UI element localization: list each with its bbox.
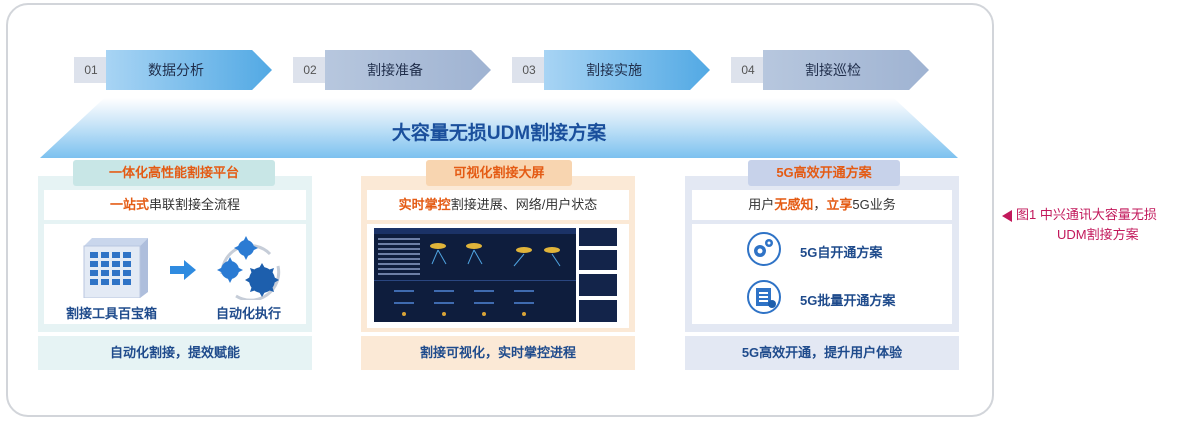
toolbox-label: 割接工具百宝箱: [66, 306, 158, 321]
subline-text: 用户: [748, 197, 775, 212]
toolbox-icon: [83, 238, 148, 298]
step-label: 割接实施: [544, 50, 710, 90]
item-batch-activation: 5G批量开通方案: [800, 293, 896, 308]
subline-text: 串联割接全流程: [149, 197, 241, 212]
panel-bottom-text: 割接可视化，实时掌控进程: [361, 336, 635, 370]
subline-text: ，: [813, 197, 827, 212]
item-self-activation: 5G自开通方案: [800, 245, 883, 260]
subline-text: 5G业务: [852, 197, 896, 212]
banner-title: 大容量无损UDM割接方案: [391, 123, 607, 144]
figure-caption: 图1 中兴通讯大容量无损 UDM割接方案: [1002, 204, 1157, 242]
panel-title: 一体化高性能割接平台: [73, 160, 275, 186]
dashboard-graphic: [374, 228, 576, 316]
caption-line2: UDM割接方案: [1057, 227, 1139, 242]
step-label: 割接准备: [325, 50, 491, 90]
dashboard-side-panel: [579, 228, 617, 246]
panel-title: 可视化割接大屏: [426, 160, 572, 186]
gear-icon: [747, 232, 781, 266]
highlight-text: 一站式: [109, 197, 149, 212]
dashboard-screenshot: [374, 228, 576, 322]
batch-list-icon: [747, 280, 781, 314]
triangle-left-icon: [1002, 209, 1012, 222]
panel-bottom-text: 自动化割接，提效赋能: [38, 336, 312, 370]
dashboard-side-panel: [579, 250, 617, 270]
panel-subline: 实时掌控割接进展、网络/用户状态: [367, 190, 629, 220]
highlight-text: 实时掌控: [398, 197, 451, 212]
panel-title: 5G高效开通方案: [748, 160, 900, 186]
highlight-text: 无感知: [774, 197, 814, 212]
panel-subline: 用户无感知，立享5G业务: [692, 190, 952, 220]
items-box: [692, 224, 952, 324]
dashboard-side-panel: [579, 274, 617, 296]
step-label: 数据分析: [106, 50, 272, 90]
subline-text: 割接进展、网络/用户状态: [450, 197, 598, 212]
panel-subline: 一站式串联割接全流程: [44, 190, 306, 220]
highlight-text: 立享: [826, 197, 853, 212]
caption-line1: 图1 中兴通讯大容量无损: [1016, 207, 1157, 222]
panel-bottom-text: 5G高效开通，提升用户体验: [685, 336, 959, 370]
dashboard-side-panel: [579, 300, 617, 322]
arrow-right-icon: [170, 260, 196, 280]
banner: [40, 98, 958, 158]
step-label: 割接巡检: [763, 50, 929, 90]
gears-icon: [217, 236, 281, 300]
auto-exec-label: 自动化执行: [216, 306, 282, 321]
